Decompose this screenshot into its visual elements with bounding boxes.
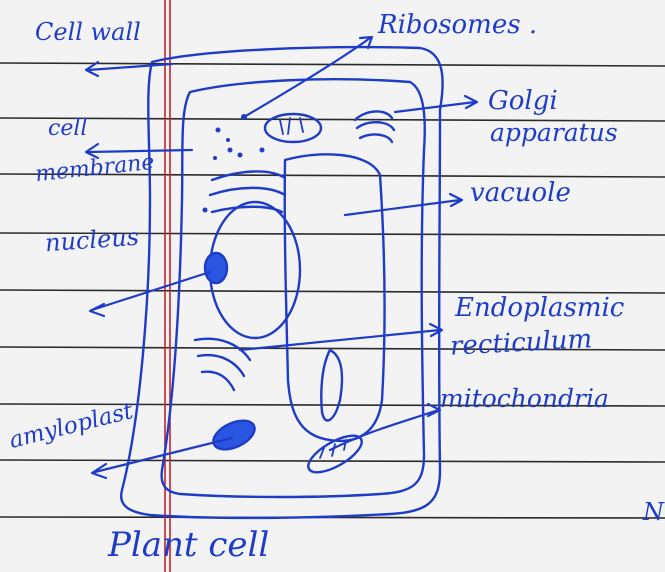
amyloplast-shape bbox=[209, 415, 259, 455]
label-golgi-apparatus: apparatus bbox=[490, 120, 618, 145]
margin-mark: N bbox=[643, 500, 664, 524]
cell-diagram bbox=[86, 37, 477, 518]
label-cell-membrane-1: cell bbox=[48, 118, 87, 140]
mitochondria-shape bbox=[303, 429, 367, 480]
label-vacuole: vacuole bbox=[470, 180, 571, 206]
label-er-1: Endoplasmic bbox=[455, 295, 624, 321]
label-golgi: Golgi bbox=[488, 88, 558, 114]
diagram-title: Plant cell bbox=[108, 528, 269, 562]
label-cell-wall: Cell wall bbox=[35, 20, 141, 44]
label-mitochondria: mitochondria bbox=[440, 386, 609, 411]
label-er-2: recticulum bbox=[449, 326, 592, 359]
vacuole-outline bbox=[285, 154, 385, 441]
label-nucleus: nucleus bbox=[44, 225, 139, 255]
label-ribosomes: Ribosomes . bbox=[378, 12, 537, 38]
